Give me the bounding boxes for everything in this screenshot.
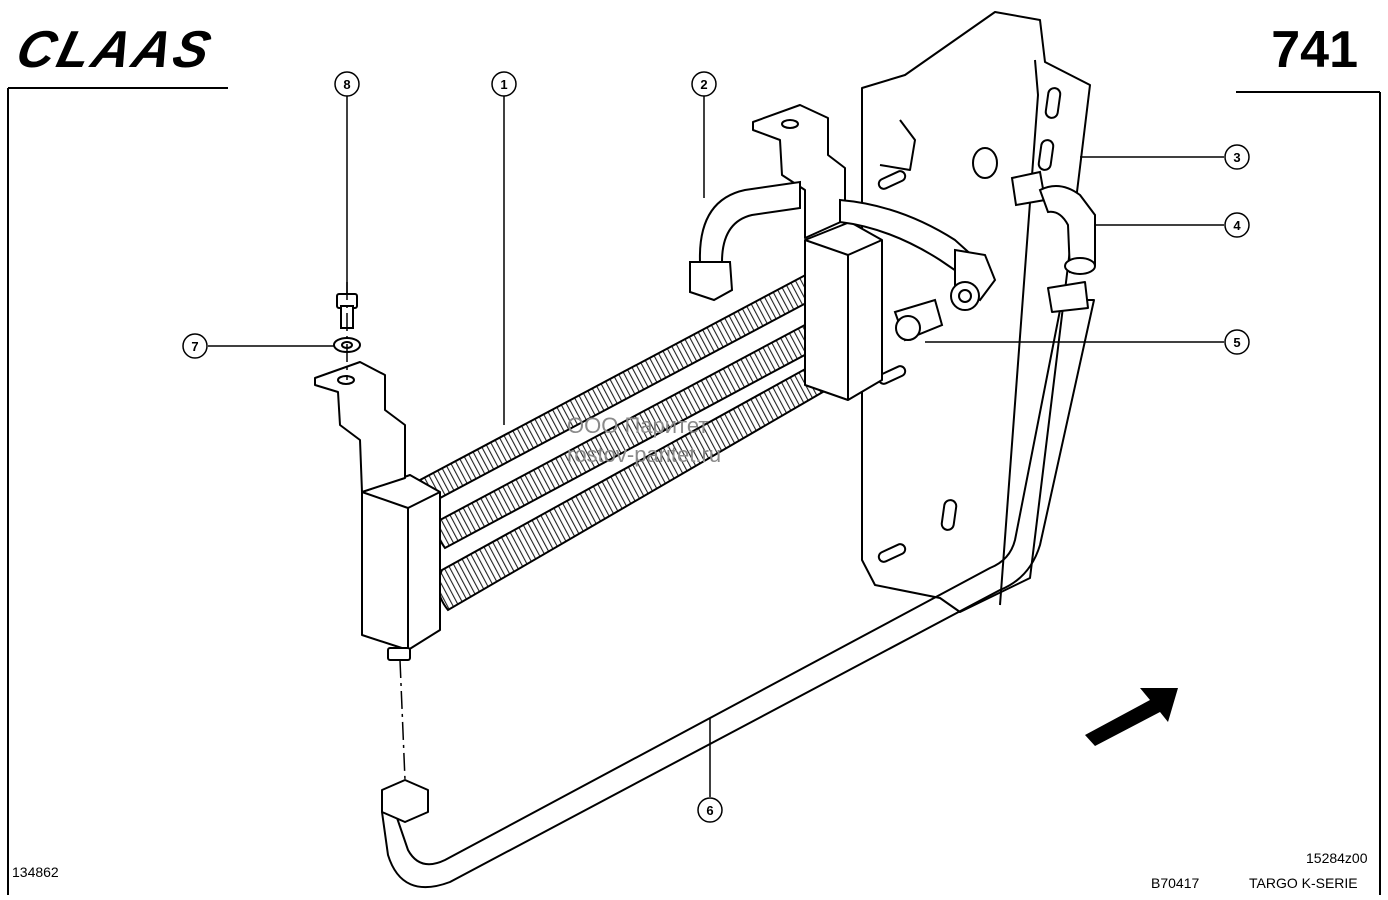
svg-text:5: 5 — [1233, 335, 1240, 350]
callout-1: 1 — [491, 71, 517, 97]
svg-text:6: 6 — [706, 803, 713, 818]
svg-text:7: 7 — [191, 339, 198, 354]
callout-5: 5 — [1224, 329, 1250, 355]
left-end-block — [361, 474, 441, 661]
callout-markers: 1 2 3 4 5 6 7 — [182, 71, 1250, 823]
page-number: 741 — [1271, 21, 1358, 79]
footer-series: TARGO K-SERIE — [1249, 875, 1358, 891]
callout-6: 6 — [697, 797, 723, 823]
svg-text:8: 8 — [343, 77, 350, 92]
callout-8: 8 — [334, 71, 360, 97]
mounting-plate — [861, 11, 1091, 613]
callout-4: 4 — [1224, 212, 1250, 238]
svg-text:3: 3 — [1233, 150, 1240, 165]
watermark-url: rostov-paritet.ru — [567, 441, 722, 467]
return-pipe-item-6 — [381, 281, 1095, 889]
svg-text:1: 1 — [500, 77, 507, 92]
frame-lines — [7, 87, 1381, 895]
svg-text:4: 4 — [1233, 218, 1241, 233]
right-end-block — [804, 221, 883, 401]
connector-item-3-4 — [1010, 170, 1096, 275]
direction-arrow-icon — [1085, 688, 1178, 746]
right-bracket — [752, 104, 846, 239]
watermark-company: ООО Паритет — [567, 413, 709, 438]
footer-ref-code: B70417 — [1151, 875, 1200, 891]
callout-2: 2 — [691, 71, 717, 97]
footer-left-code: 134862 — [12, 864, 59, 880]
left-bracket — [314, 361, 406, 493]
hose-item-2 — [689, 180, 801, 302]
leader-lines — [208, 96, 1224, 797]
watermark: ООО Паритет rostov-paritet.ru — [567, 412, 721, 469]
assembly-axis-lines — [346, 282, 406, 781]
callout-7: 7 — [182, 333, 208, 359]
callout-3: 3 — [1224, 144, 1250, 170]
oil-cooler-coils — [418, 266, 844, 612]
footer-drawing-code: 15284z00 — [1306, 850, 1368, 866]
fitting-item-5 — [893, 298, 944, 342]
svg-text:2: 2 — [700, 77, 707, 92]
upper-hose — [839, 198, 997, 311]
